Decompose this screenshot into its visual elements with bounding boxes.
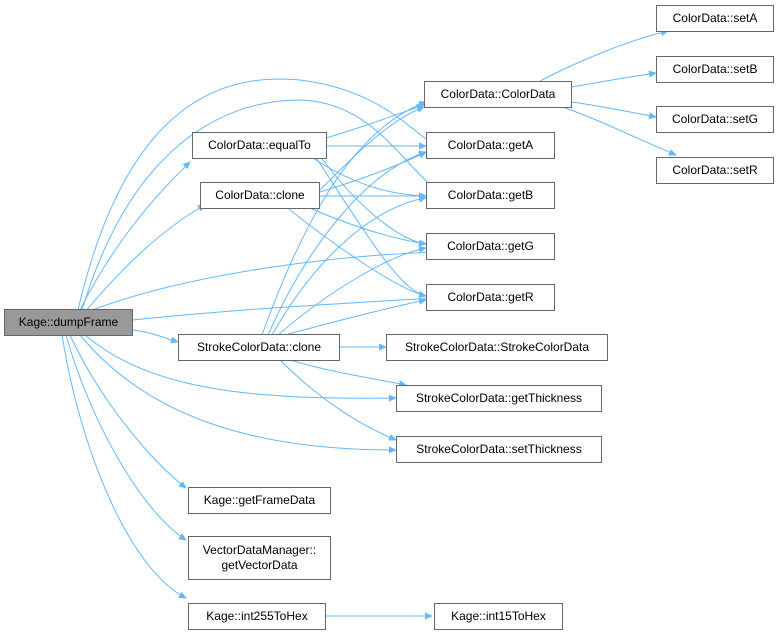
edge-dumpframe-getb [81, 99, 437, 311]
edge-clone-getr [284, 205, 427, 298]
node-label: ColorData::setA [672, 11, 758, 25]
node-strokecolordata-strokecolordata[interactable]: StrokeColorData::StrokeColorData [386, 334, 608, 361]
node-label-line2: getVectorData [221, 558, 298, 572]
node-colordata-setg[interactable]: ColorData::setG [656, 106, 774, 133]
node-kage-int15tohex[interactable]: Kage::int15ToHex [434, 603, 563, 630]
edge-dumpframe-getframedata [69, 334, 187, 489]
edge-equalto-getg [319, 155, 427, 247]
edge-dumpframe-clone [84, 204, 206, 313]
edge-equalto-getr [314, 155, 427, 298]
edge-dumpframe-scdclone [132, 329, 179, 344]
edge-clone-ctor [319, 106, 425, 191]
node-colordata-getg[interactable]: ColorData::getG [426, 233, 555, 260]
edge-dumpframe-setthickness [79, 334, 397, 454]
edge-dumpframe-getr [131, 294, 437, 321]
edge-ctor-seta [539, 29, 669, 82]
edge-clone-getg [304, 205, 427, 247]
node-label: ColorData::getR [447, 290, 534, 304]
edge-dumpframe-getvectordata [65, 334, 187, 541]
node-label: StrokeColorData::setThickness [416, 442, 582, 456]
node-colordata-getb[interactable]: ColorData::getB [426, 182, 555, 209]
edge-clone-geta [319, 151, 427, 193]
node-label: ColorData::equalTo [208, 138, 311, 152]
node-label-line1: VectorDataManager:: [202, 543, 317, 557]
edge-scdclone-setthickness [279, 359, 397, 441]
edge-ctor-setr [564, 107, 677, 156]
node-colordata-setb[interactable]: ColorData::setB [656, 56, 774, 83]
edge-dumpframe-getg [91, 248, 437, 311]
node-label: ColorData::getA [447, 138, 534, 152]
node-colordata-geta[interactable]: ColorData::getA [426, 132, 555, 159]
edge-scdclone-getr [284, 297, 427, 336]
node-colordata-getr[interactable]: ColorData::getR [426, 284, 555, 311]
node-vectordatamanager-getvectordata[interactable]: VectorDataManager:: getVectorData [188, 536, 331, 580]
edge-scdclone-getg [277, 245, 427, 336]
edge-dumpframe-getthickness [84, 334, 397, 402]
node-label: ColorData::getB [447, 188, 534, 202]
node-colordata-clone[interactable]: ColorData::clone [200, 182, 320, 209]
node-label: ColorData::setR [672, 163, 758, 177]
node-colordata-equalto[interactable]: ColorData::equalTo [192, 132, 327, 159]
edge-scdclone-ctor [261, 101, 427, 336]
edge-ctor-setb [571, 70, 657, 88]
edge-scdclone-geta [267, 150, 427, 336]
node-label: Kage::int255ToHex [206, 609, 308, 623]
node-kage-getframedata[interactable]: Kage::getFrameData [188, 487, 331, 514]
node-kage-dumpframe: Kage::dumpFrame [4, 309, 133, 336]
node-strokecolordata-setthickness[interactable]: StrokeColorData::setThickness [396, 436, 602, 463]
node-label: ColorData::setG [671, 112, 759, 126]
edge-dumpframe-equalto [79, 161, 191, 311]
node-strokecolordata-getthickness[interactable]: StrokeColorData::getThickness [396, 385, 602, 412]
node-label: StrokeColorData::getThickness [415, 391, 583, 405]
node-label: StrokeColorData::clone [196, 340, 322, 354]
node-label: ColorData::setB [672, 62, 758, 76]
node-kage-int255tohex[interactable]: Kage::int255ToHex [188, 603, 326, 630]
node-label: Kage::getFrameData [203, 493, 316, 507]
node-label: Kage::int15ToHex [451, 609, 546, 623]
node-colordata-setr[interactable]: ColorData::setR [656, 157, 774, 184]
node-strokecolordata-clone[interactable]: StrokeColorData::clone [178, 334, 340, 361]
node-label: ColorData::ColorData [440, 87, 556, 101]
edge-dumpframe-int255 [61, 334, 187, 599]
node-colordata-colordata[interactable]: ColorData::ColorData [424, 81, 572, 108]
node-label: Kage::dumpFrame [18, 315, 119, 329]
edge-ctor-setg [571, 101, 657, 120]
node-label: ColorData::getG [447, 239, 534, 253]
edge-scdclone-getb [271, 195, 427, 336]
edge-scdclone-getthickness [289, 359, 407, 388]
edge-equalto-getb [309, 155, 427, 200]
node-colordata-seta[interactable]: ColorData::setA [656, 5, 774, 32]
node-label: StrokeColorData::StrokeColorData [404, 340, 590, 354]
edge-equalto-ctor [325, 103, 425, 139]
node-label: ColorData::clone [215, 188, 305, 202]
